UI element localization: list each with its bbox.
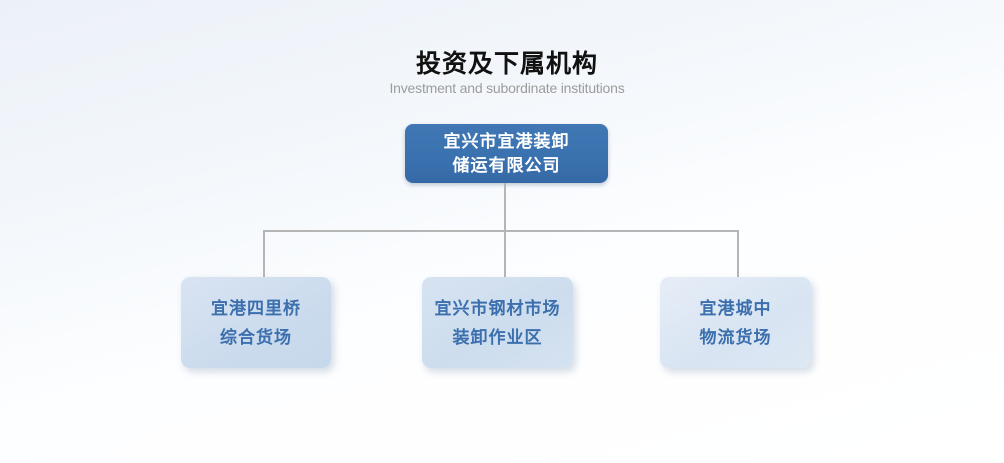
org-child-node-1: 宜港四里桥 综合货场 xyxy=(181,277,331,368)
org-root-label-line1: 宜兴市宜港装卸 xyxy=(443,131,570,151)
org-child-1-label-line1: 宜港四里桥 xyxy=(211,298,301,318)
connector-horizontal-bar xyxy=(263,230,739,232)
org-child-2-label-line2: 装卸作业区 xyxy=(452,327,543,347)
org-root-label-line2: 储运有限公司 xyxy=(452,155,561,175)
page-title: 投资及下属机构 xyxy=(415,50,598,78)
org-child-node-2: 宜兴市钢材市场 装卸作业区 xyxy=(422,277,573,368)
org-child-3-label-line2: 物流货场 xyxy=(699,327,772,347)
org-child-node-3: 宜港城中 物流货场 xyxy=(660,277,811,368)
connector-drop-center xyxy=(504,232,506,277)
org-child-1-label-line2: 综合货场 xyxy=(220,327,292,347)
org-root-node: 宜兴市宜港装卸 储运有限公司 xyxy=(405,124,608,183)
connector-root-stem xyxy=(504,183,506,230)
org-child-3-label-line1: 宜港城中 xyxy=(699,298,772,318)
page-subtitle: Investment and subordinate institutions xyxy=(389,80,625,96)
connector-drop-right xyxy=(737,232,739,277)
connector-drop-left xyxy=(263,232,265,277)
org-child-2-label-line1: 宜兴市钢材市场 xyxy=(434,298,561,318)
